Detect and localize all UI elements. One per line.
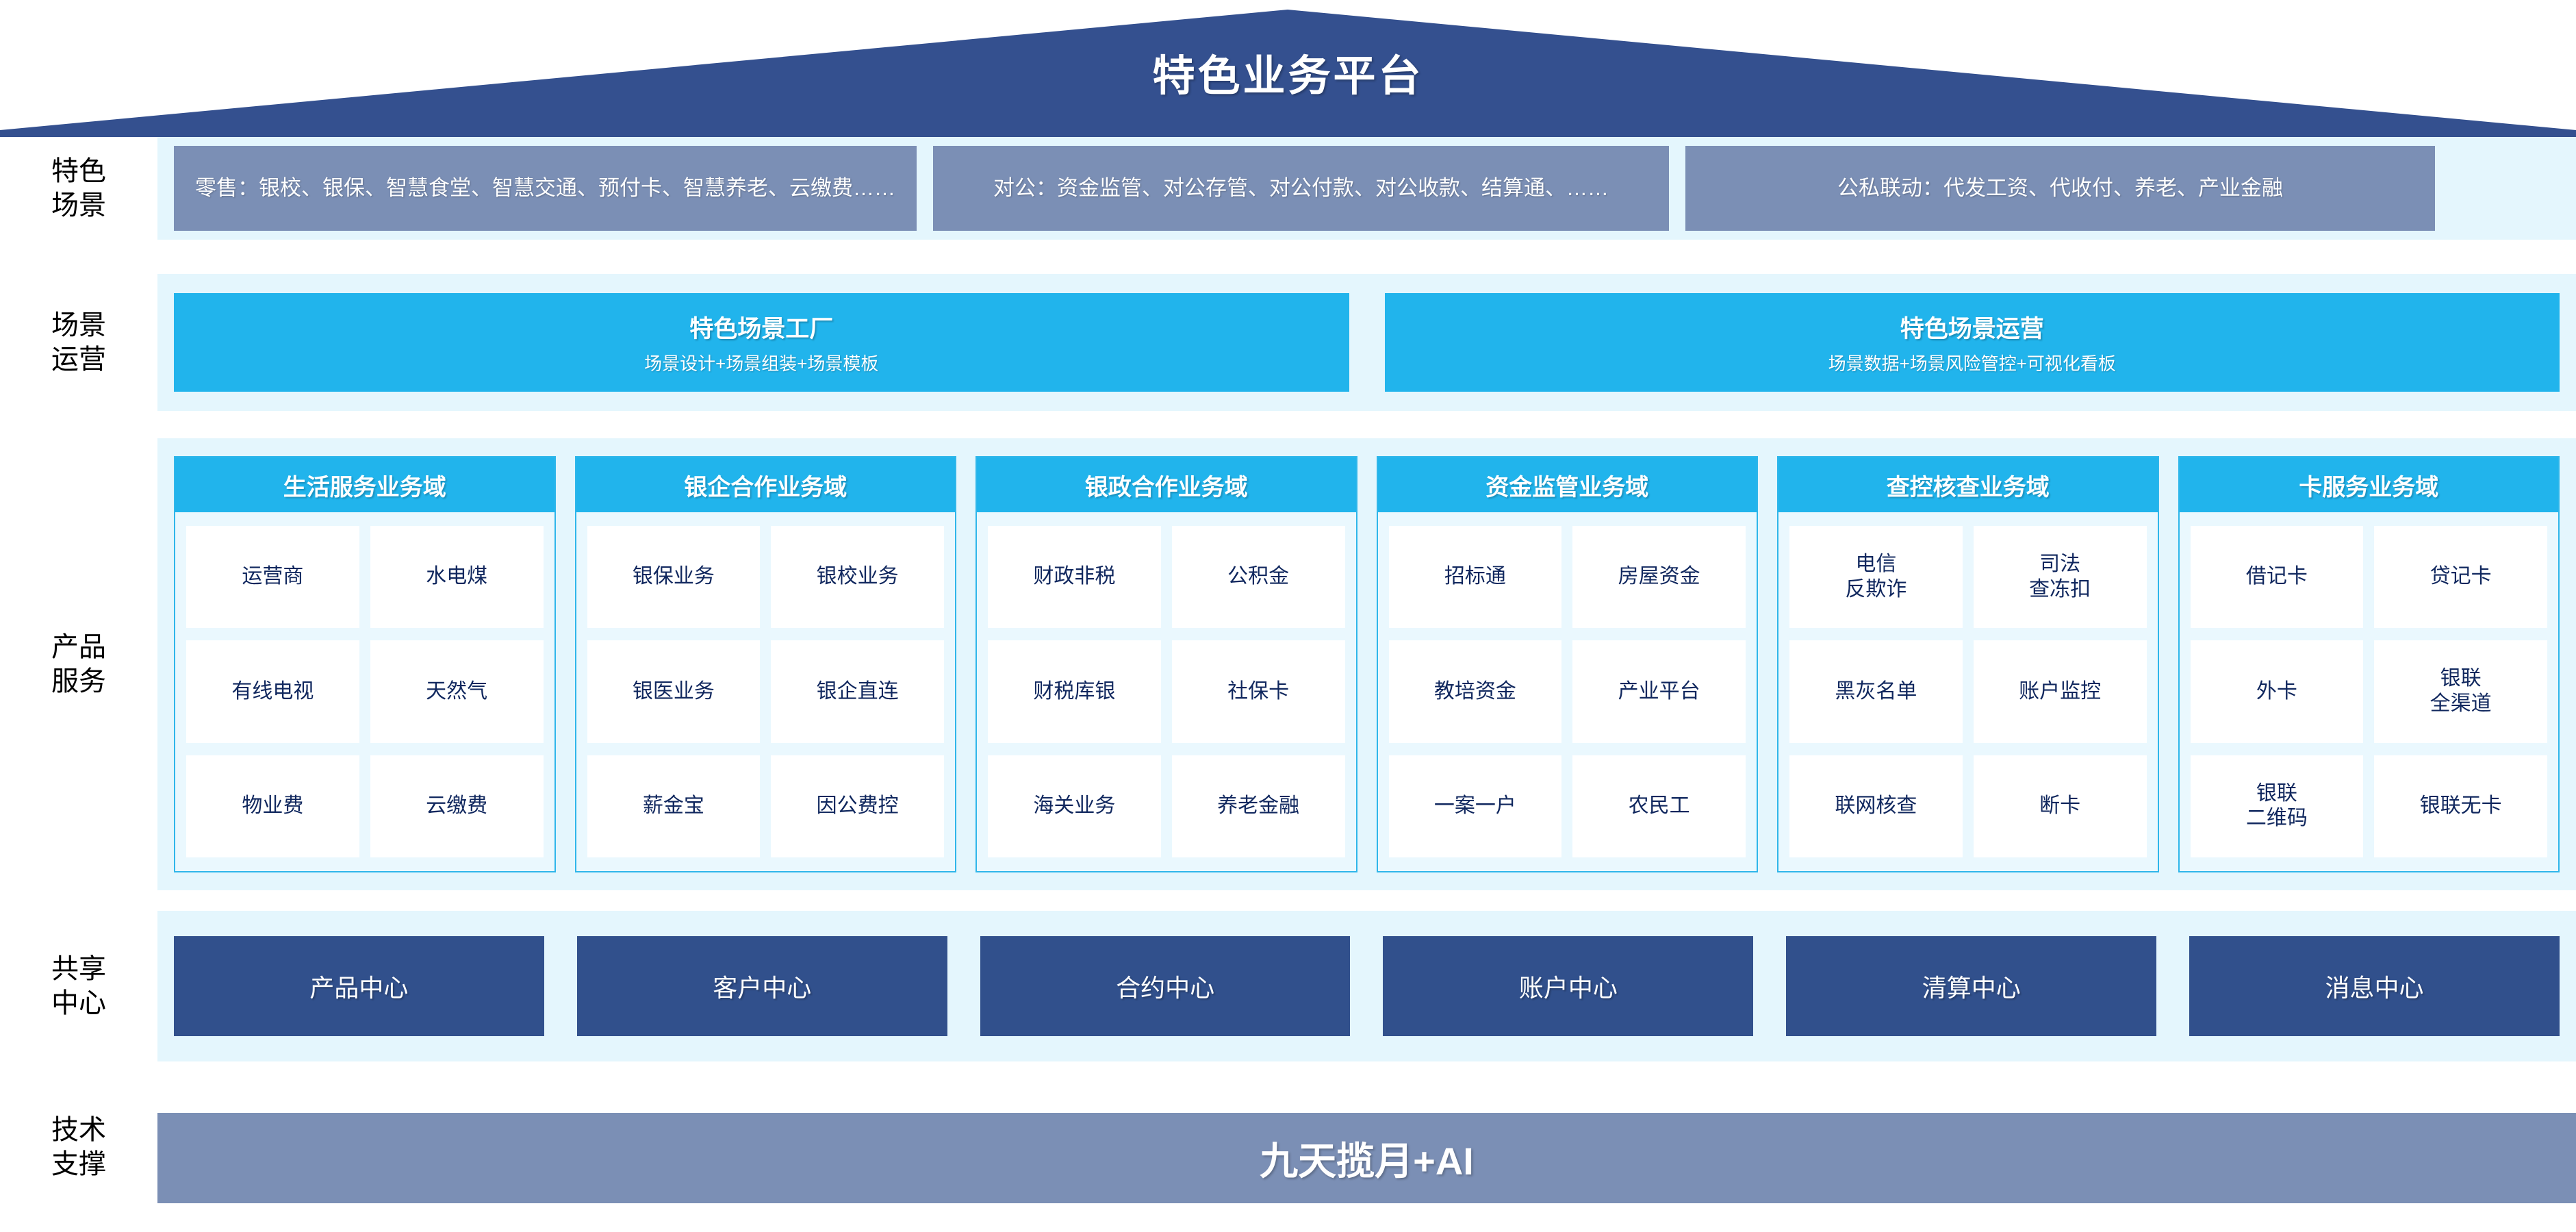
product-item-grid: 运营商水电煤有线电视天然气物业费云缴费: [175, 512, 554, 871]
product-item[interactable]: 一案一户: [1388, 755, 1562, 857]
product-domain-card: 卡服务业务域借记卡贷记卡外卡银联全渠道银联二维码银联无卡: [2178, 456, 2560, 872]
shared-center-box[interactable]: 账户中心: [1383, 936, 1754, 1036]
product-item[interactable]: 断卡: [1973, 755, 2147, 857]
product-domain-card: 银企合作业务域银保业务银校业务银医业务银企直连薪金宝因公费控: [574, 456, 956, 872]
shared-center-label: 账户中心: [1518, 974, 1618, 1002]
shared-band: 产品中心 客户中心 合约中心 账户中心 清算中心 消息中心: [157, 911, 2576, 1061]
product-domain-title: 银企合作业务域: [576, 457, 955, 512]
product-item[interactable]: 招标通: [1388, 526, 1562, 629]
shared-center-label: 客户中心: [713, 974, 812, 1002]
product-band: 生活服务业务域运营商水电煤有线电视天然气物业费云缴费银企合作业务域银保业务银校业…: [157, 438, 2576, 890]
operation-box-scene-operation-title: 特色场景运营: [1900, 316, 2044, 342]
rail-label-scenario-text: 特色场景: [51, 156, 106, 221]
product-item[interactable]: 有线电视: [186, 640, 359, 743]
product-item[interactable]: 银联二维码: [2190, 755, 2364, 857]
product-domain-title: 银政合作业务域: [977, 457, 1356, 512]
product-item[interactable]: 水电煤: [370, 526, 544, 629]
product-item[interactable]: 因公费控: [771, 755, 944, 857]
shared-center-label: 合约中心: [1116, 974, 1215, 1002]
product-item[interactable]: 财税库银: [988, 640, 1161, 743]
product-item[interactable]: 养老金融: [1171, 755, 1345, 857]
product-domain-card: 生活服务业务域运营商水电煤有线电视天然气物业费云缴费: [174, 456, 556, 872]
product-item[interactable]: 黑灰名单: [1789, 640, 1963, 743]
product-item[interactable]: 银校业务: [771, 526, 944, 629]
product-domain-card: 银政合作业务域财政非税公积金财税库银社保卡海关业务养老金融: [975, 456, 1357, 872]
shared-center-box[interactable]: 清算中心: [1786, 936, 2157, 1036]
rail-label-product-text: 产品服务: [51, 632, 106, 696]
product-domain-card: 资金监管业务域招标通房屋资金教培资金产业平台一案一户农民工: [1376, 456, 1758, 872]
product-item[interactable]: 运营商: [186, 526, 359, 629]
product-item[interactable]: 公积金: [1171, 526, 1345, 629]
shared-center-label: 产品中心: [309, 974, 409, 1002]
scenario-box-corporate[interactable]: 对公：资金监管、对公存管、对公付款、对公收款、结算通、……: [933, 146, 1669, 231]
product-item-grid: 银保业务银校业务银医业务银企直连薪金宝因公费控: [576, 512, 956, 871]
rail-label-product: 产品服务: [0, 438, 157, 890]
rail-label-operation: 场景运营: [0, 274, 157, 411]
rail-label-shared-text: 共享中心: [51, 954, 106, 1018]
shared-center-label: 消息中心: [2325, 974, 2424, 1002]
platform-roof-banner: [0, 0, 2576, 137]
product-item[interactable]: 银联无卡: [2374, 755, 2547, 857]
product-item[interactable]: 贷记卡: [2374, 526, 2547, 629]
rail-label-tech-text: 技术支撑: [51, 1115, 106, 1179]
product-item[interactable]: 银企直连: [771, 640, 944, 743]
operation-box-scene-factory[interactable]: 特色场景工厂 场景设计+场景组装+场景模板: [174, 293, 1349, 392]
product-item[interactable]: 外卡: [2190, 640, 2364, 743]
product-item[interactable]: 银联全渠道: [2374, 640, 2547, 743]
product-item[interactable]: 天然气: [370, 640, 544, 743]
scenario-band: 零售：银校、银保、智慧食堂、智慧交通、预付卡、智慧养老、云缴费…… 对公：资金监…: [157, 137, 2576, 240]
scenario-box-corporate-label: 对公：资金监管、对公存管、对公付款、对公收款、结算通、……: [993, 175, 1609, 200]
product-domain-title: 生活服务业务域: [175, 457, 554, 512]
operation-band: 特色场景工厂 场景设计+场景组装+场景模板 特色场景运营 场景数据+场景风险管控…: [157, 274, 2576, 411]
product-item[interactable]: 银保业务: [587, 526, 761, 629]
product-item[interactable]: 云缴费: [370, 755, 544, 857]
product-item[interactable]: 联网核查: [1789, 755, 1963, 857]
product-item[interactable]: 产业平台: [1572, 640, 1746, 743]
rail-label-shared: 共享中心: [0, 911, 157, 1061]
product-item[interactable]: 教培资金: [1388, 640, 1562, 743]
shared-center-label: 清算中心: [1922, 974, 2021, 1002]
scenario-box-retail-label: 零售：银校、银保、智慧食堂、智慧交通、预付卡、智慧养老、云缴费……: [195, 175, 895, 200]
scenario-box-public-private-label: 公私联动：代发工资、代收付、养老、产业金融: [1837, 175, 2283, 200]
scenario-box-public-private[interactable]: 公私联动：代发工资、代收付、养老、产业金融: [1685, 146, 2435, 231]
operation-box-scene-operation-subtitle: 场景数据+场景风险管控+可视化看板: [1828, 353, 2116, 374]
scenario-box-retail[interactable]: 零售：银校、银保、智慧食堂、智慧交通、预付卡、智慧养老、云缴费……: [174, 146, 917, 231]
product-item-grid: 电信反欺诈司法查冻扣黑灰名单账户监控联网核查断卡: [1778, 512, 2158, 871]
product-item[interactable]: 农民工: [1572, 755, 1746, 857]
operation-box-scene-factory-subtitle: 场景设计+场景组装+场景模板: [644, 353, 879, 374]
product-domain-card: 查控核查业务域电信反欺诈司法查冻扣黑灰名单账户监控联网核查断卡: [1777, 456, 2159, 872]
product-item[interactable]: 借记卡: [2190, 526, 2364, 629]
product-item-grid: 招标通房屋资金教培资金产业平台一案一户农民工: [1378, 512, 1757, 871]
shared-center-box[interactable]: 产品中心: [174, 936, 544, 1036]
rail-label-scenario: 特色场景: [0, 137, 157, 240]
product-item[interactable]: 薪金宝: [587, 755, 761, 857]
product-item-grid: 财政非税公积金财税库银社保卡海关业务养老金融: [977, 512, 1356, 871]
product-item[interactable]: 银医业务: [587, 640, 761, 743]
product-domain-title: 卡服务业务域: [2179, 457, 2558, 512]
product-item[interactable]: 财政非税: [988, 526, 1161, 629]
rail-label-operation-text: 场景运营: [51, 310, 106, 375]
operation-box-scene-factory-title: 特色场景工厂: [689, 316, 834, 342]
rail-label-tech: 技术支撑: [0, 1096, 157, 1198]
product-domain-title: 资金监管业务域: [1377, 457, 1757, 512]
product-domain-title: 查控核查业务域: [1778, 457, 2158, 512]
product-item[interactable]: 物业费: [186, 755, 359, 857]
shared-center-box[interactable]: 客户中心: [576, 936, 947, 1036]
product-item[interactable]: 房屋资金: [1572, 526, 1746, 629]
product-item[interactable]: 电信反欺诈: [1789, 526, 1963, 629]
product-item[interactable]: 账户监控: [1973, 640, 2147, 743]
shared-center-box[interactable]: 消息中心: [2189, 936, 2560, 1036]
product-item-grid: 借记卡贷记卡外卡银联全渠道银联二维码银联无卡: [2180, 512, 2559, 871]
tech-support-bar[interactable]: 九天揽月+AI: [157, 1113, 2576, 1203]
product-item[interactable]: 司法查冻扣: [1973, 526, 2147, 629]
product-item[interactable]: 社保卡: [1171, 640, 1345, 743]
tech-support-label: 九天揽月+AI: [1260, 1139, 1474, 1183]
shared-center-box[interactable]: 合约中心: [980, 936, 1351, 1036]
operation-box-scene-operation[interactable]: 特色场景运营 场景数据+场景风险管控+可视化看板: [1384, 293, 2560, 392]
product-item[interactable]: 海关业务: [988, 755, 1161, 857]
